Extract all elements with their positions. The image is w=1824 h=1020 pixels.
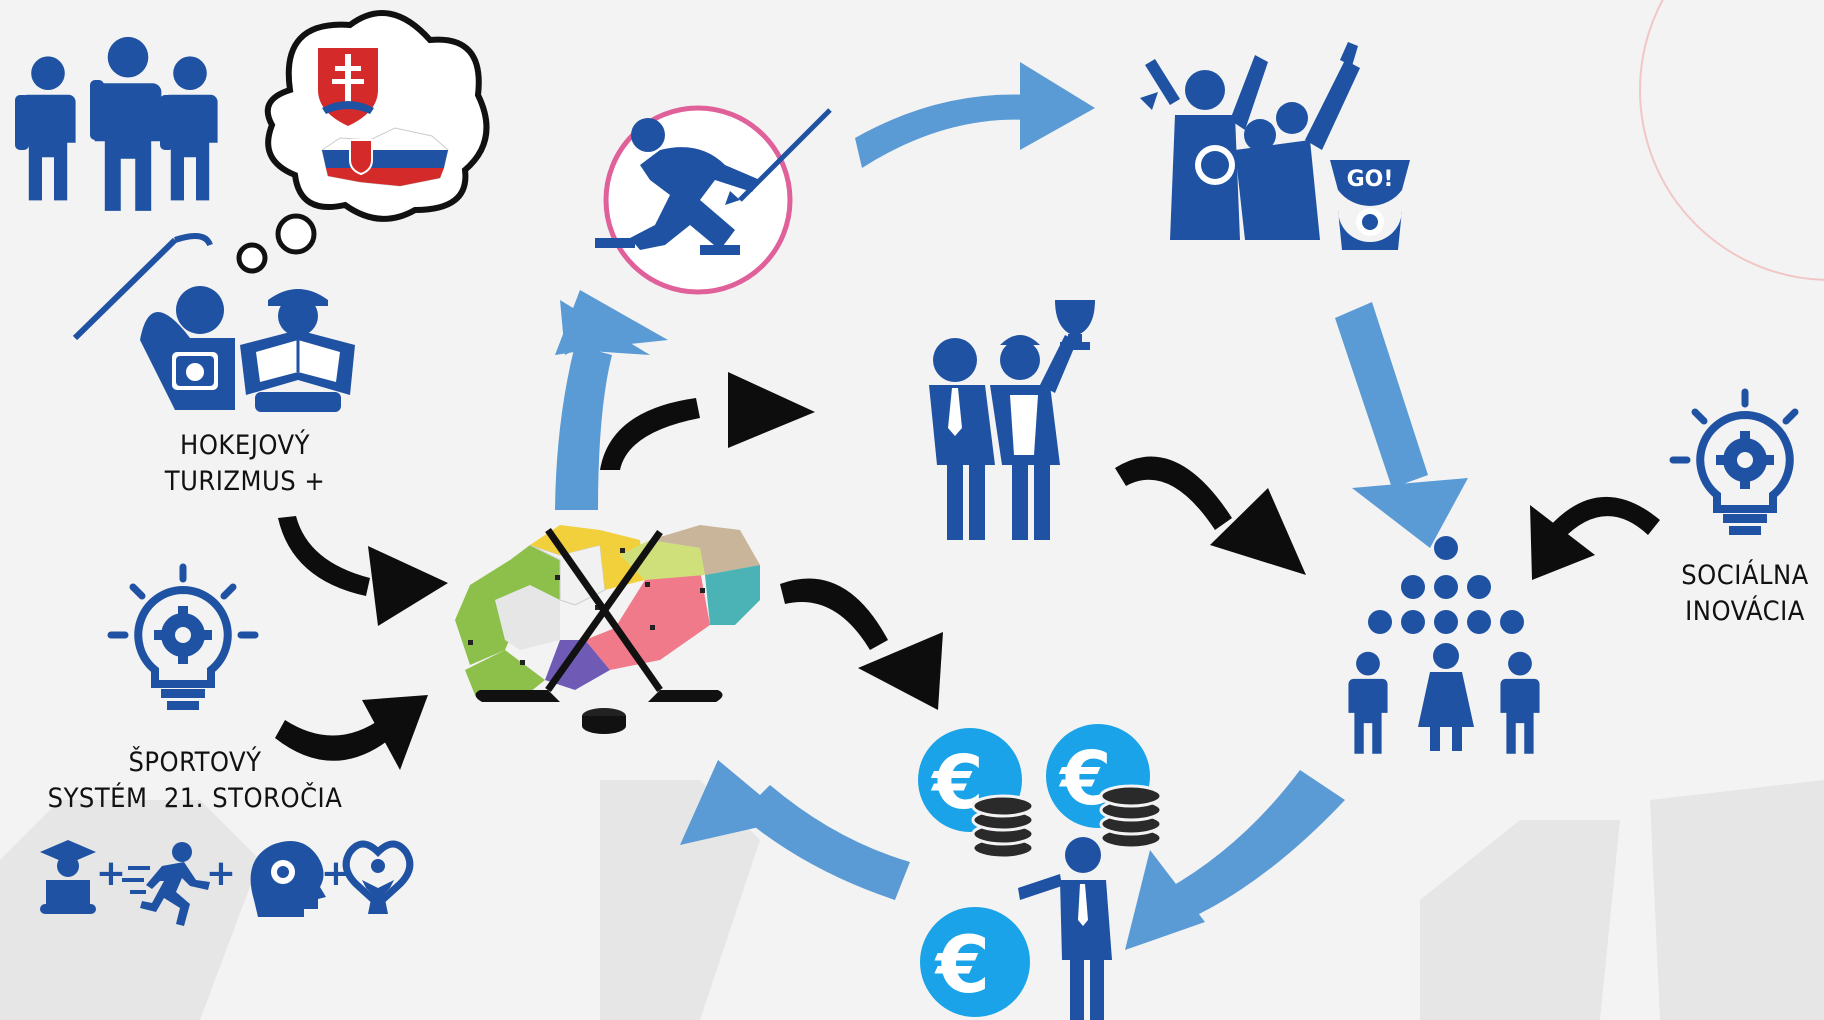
coin-stack-icon (971, 794, 1035, 860)
background-pattern (0, 780, 1824, 1020)
arrow-player-to-fans (855, 62, 1095, 168)
tourist-family-icon (15, 36, 218, 211)
go-badge-text: GO! (1347, 167, 1394, 192)
crossed-hockey-sticks-icon (475, 527, 723, 702)
hockey-puck-icon (582, 708, 626, 734)
map-reader-icon (240, 289, 355, 412)
businessman-presenter-icon (1018, 837, 1112, 1020)
lightbulb-gear-icon-innovation (1669, 388, 1799, 535)
black-arrow-map-to-business (600, 372, 815, 470)
go-fan-badge-icon: GO! (1330, 160, 1410, 250)
money-cluster: € € € (918, 724, 1163, 1020)
black-arrow-innovation-to-community (1530, 496, 1660, 580)
social-innovation-line-1: SOCIÁLNA (1681, 560, 1809, 591)
lightbulb-gear-icon (107, 563, 259, 710)
community-people-icon (1348, 536, 1540, 754)
hockey-tourism-line-2: TURIZMUS + (164, 466, 326, 497)
plus-sign: + (96, 853, 126, 894)
black-arrow-business-to-community (1115, 456, 1306, 575)
hockey-player-icon (595, 105, 832, 295)
sport-system-label: ŠPORTOVÝ SYSTÉM 21. STOROČIA (30, 745, 360, 817)
cheering-fans-icon (1140, 42, 1360, 240)
runner-icon (122, 842, 210, 926)
cycle-arrows (555, 62, 1468, 950)
decorative-ring (1639, 0, 1824, 281)
thought-cloud-icon (236, 10, 490, 274)
slovak-flag-map-icon (321, 127, 449, 187)
black-arrow-tourism-to-map (278, 516, 448, 626)
plus-sign: + (206, 853, 236, 894)
hockey-tourism-line-1: HOKEJOVÝ (180, 430, 310, 461)
health-heart-icon (342, 840, 414, 914)
sport-system-components: + + + (40, 840, 414, 926)
graduate-icon (40, 840, 96, 914)
euro-symbol: € (930, 740, 984, 826)
arrow-community-to-money (1125, 770, 1345, 950)
brain-idea-icon (250, 841, 326, 917)
euro-coin-icon: € (920, 907, 1030, 1017)
black-arrow-sport-to-map (275, 695, 428, 770)
sport-system-line-2: SYSTÉM 21. STOROČIA (47, 783, 343, 814)
hockey-tourism-label: HOKEJOVÝ TURIZMUS + (150, 428, 340, 500)
sport-system-line-1: ŠPORTOVÝ (128, 747, 262, 778)
social-innovation-line-2: INOVÁCIA (1685, 596, 1805, 627)
coin-stack-icon (1099, 784, 1163, 850)
arrow-map-to-player (555, 290, 668, 510)
euro-symbol: € (934, 921, 990, 1011)
business-handshake-trophy-icon (925, 300, 1095, 540)
arrow-money-to-left (680, 760, 910, 900)
black-arrow-map-to-money (780, 578, 943, 710)
photographer-tourist-icon (72, 233, 235, 410)
social-innovation-label: SOCIÁLNA INOVÁCIA (1670, 558, 1820, 630)
black-arrows (275, 372, 1660, 770)
slovak-hockey-logo (318, 48, 378, 126)
arrow-fans-to-community (1335, 302, 1468, 548)
